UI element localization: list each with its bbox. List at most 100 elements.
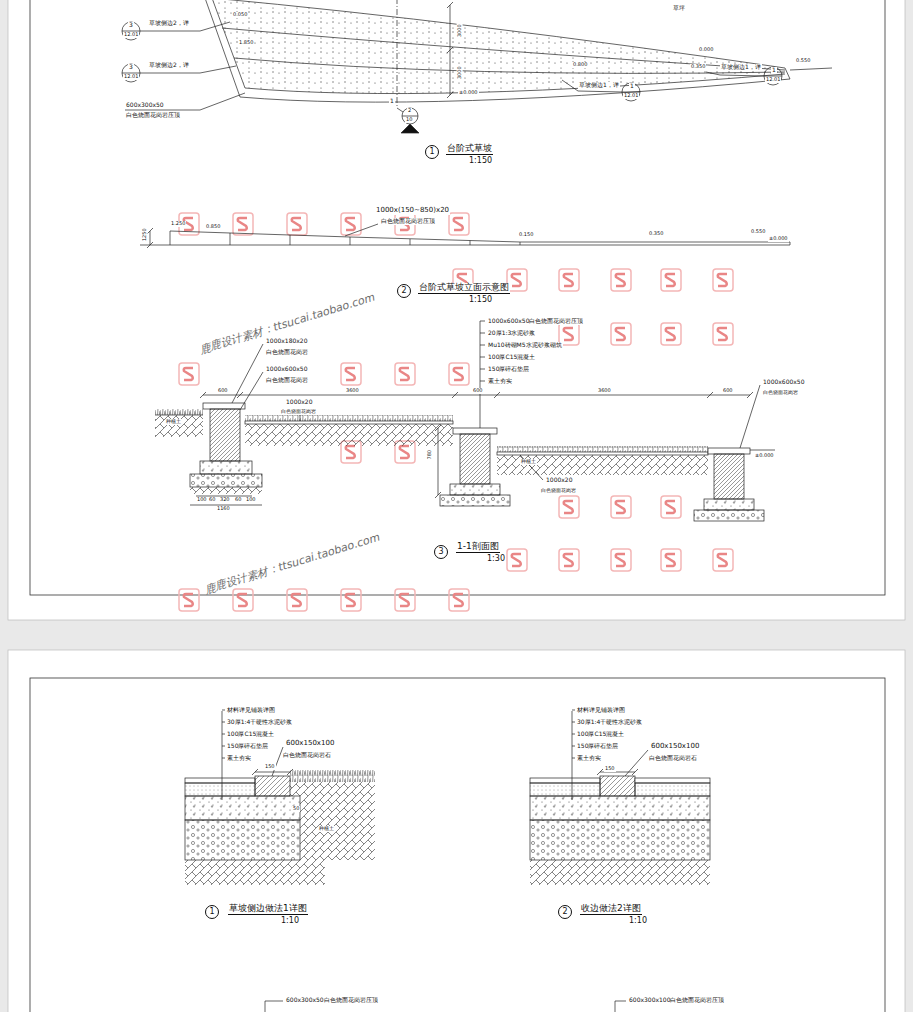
- watermark-logo: [449, 589, 469, 611]
- annotation-label: 材料详见铺装详图: [576, 707, 626, 714]
- annotation-label: 0.000: [698, 47, 714, 53]
- plan-view: [562, 80, 640, 92]
- watermark-logo: [713, 323, 733, 345]
- annotation-label: 素土夯实: [576, 755, 602, 762]
- elevation-view: [140, 224, 790, 248]
- plan-view: [240, 79, 790, 102]
- annotation-label: 1: [771, 67, 777, 74]
- edge-detail-2: [600, 776, 635, 796]
- annotation-label: 白色烧面花岗岩: [265, 377, 309, 384]
- watermark-logo: [341, 363, 361, 385]
- annotation-label: 12.01: [123, 32, 139, 38]
- section-view: [245, 421, 453, 424]
- section-view: [440, 495, 510, 506]
- edge-detail-2: [635, 778, 710, 783]
- annotation-label: 草坡侧边2，详: [148, 62, 190, 69]
- section-view: [200, 461, 252, 474]
- edge-detail-2: [530, 778, 600, 783]
- section-view: [497, 446, 708, 452]
- watermark-logo: [611, 496, 631, 518]
- annotation-label: 白色烧面花岗岩: [280, 409, 317, 415]
- section-view: [497, 455, 708, 475]
- annotation-label: 白色烧面花岗岩石: [282, 752, 332, 759]
- annotation-label: 材料详见铺装详图: [226, 707, 276, 714]
- annotation-label: ±0.000: [458, 90, 479, 96]
- elevation-view: [147, 228, 153, 248]
- annotation-label: 3: [128, 64, 134, 71]
- plan-view: [212, 0, 785, 68]
- annotation-label: 100厚C15混凝土: [487, 354, 536, 361]
- edge-detail-2: [530, 820, 710, 860]
- annotation-label: 素土夯实: [226, 755, 252, 762]
- annotation-label: 白色烧面花岗岩石: [648, 755, 698, 762]
- annotation-label: 1000x180x20: [265, 338, 308, 345]
- annotation-label: 600x150x100: [285, 740, 335, 748]
- section-view: [190, 496, 262, 505]
- section-view: [155, 415, 203, 416]
- plan-view: [234, 58, 785, 73]
- elevation-view: [140, 245, 790, 246]
- watermark-logo: [233, 589, 253, 611]
- sheet-frame: [8, 0, 905, 1012]
- edge-detail-2: [597, 750, 648, 776]
- annotation-label: 100: [196, 497, 208, 503]
- edge-detail-1: [185, 783, 255, 796]
- annotation-label: 白色烧面花岗岩: [762, 390, 799, 396]
- section-view: [708, 448, 750, 454]
- watermark-logo: [611, 323, 631, 345]
- section-view: [750, 450, 775, 451]
- annotation-label: 1:10: [628, 917, 648, 926]
- watermark-logo: [559, 549, 579, 571]
- annotation-label: 600x150x100: [650, 743, 700, 751]
- plan-view: [447, 2, 453, 98]
- annotation-label: 3000: [457, 23, 463, 38]
- edge-detail-2: [530, 860, 710, 885]
- annotation-label: 60: [208, 497, 216, 503]
- annotation-label: 白色烧面花岗岩压顶: [125, 112, 181, 119]
- annotation-label: 草坡侧边1，详: [578, 82, 620, 89]
- sheet-frame: [8, 0, 905, 620]
- watermark-logo: [713, 549, 733, 571]
- sheet-frame: [30, 678, 885, 1012]
- annotation-label: 种植土: [165, 419, 182, 425]
- annotation-label: 150厚碎石垫层: [576, 743, 619, 750]
- edge-detail-1: [185, 778, 255, 783]
- annotation-label: 100厚C15混凝土: [226, 731, 275, 738]
- annotation-label: 12.01: [123, 74, 139, 80]
- annotation-label: 150: [264, 764, 276, 770]
- watermark-logo: [611, 549, 631, 571]
- edge-detail-1: [255, 776, 290, 796]
- watermark-logo: [559, 496, 579, 518]
- annotation-label: 0.800: [572, 62, 588, 68]
- watermark-logo: [341, 213, 361, 235]
- edge-detail-2: [530, 796, 710, 820]
- view-number-circle: 3: [434, 545, 448, 559]
- annotation-label: 收边做法2详图: [580, 904, 642, 915]
- annotation-label: 草坡侧边1，详: [720, 64, 762, 71]
- annotation-label: 1000x600x50: [762, 379, 805, 386]
- annotation-label: 100厚C15混凝土: [576, 731, 625, 738]
- section-view: [245, 424, 453, 446]
- edge-detail-1: [185, 820, 300, 860]
- plan-view: [401, 124, 419, 133]
- edge-detail-1: [185, 860, 325, 885]
- section-view: [435, 425, 441, 498]
- watermark-logo: [179, 589, 199, 611]
- annotation-label: 600x300x50: [125, 102, 165, 109]
- annotation-label: 600x300x100白色烧面花岗岩压顶: [628, 997, 725, 1004]
- annotation-label: 600: [722, 388, 734, 394]
- view-number-circle: 2: [558, 905, 572, 919]
- annotation-label: 0.550: [750, 229, 766, 235]
- section-view: [497, 452, 708, 455]
- sheet-frame: [30, 0, 885, 595]
- annotation-label: 1:150: [468, 296, 493, 305]
- view-number: 3: [438, 548, 443, 556]
- annotation-label: 素土夯实: [487, 378, 513, 385]
- annotation-label: 1:30: [486, 555, 506, 564]
- annotation-label: 1: [389, 98, 395, 105]
- section-view: [232, 344, 760, 480]
- plan-view: [122, 0, 832, 133]
- watermark-logo: [661, 269, 681, 291]
- annotation-label: 0.850: [205, 224, 221, 230]
- annotation-label: 1160: [216, 506, 231, 512]
